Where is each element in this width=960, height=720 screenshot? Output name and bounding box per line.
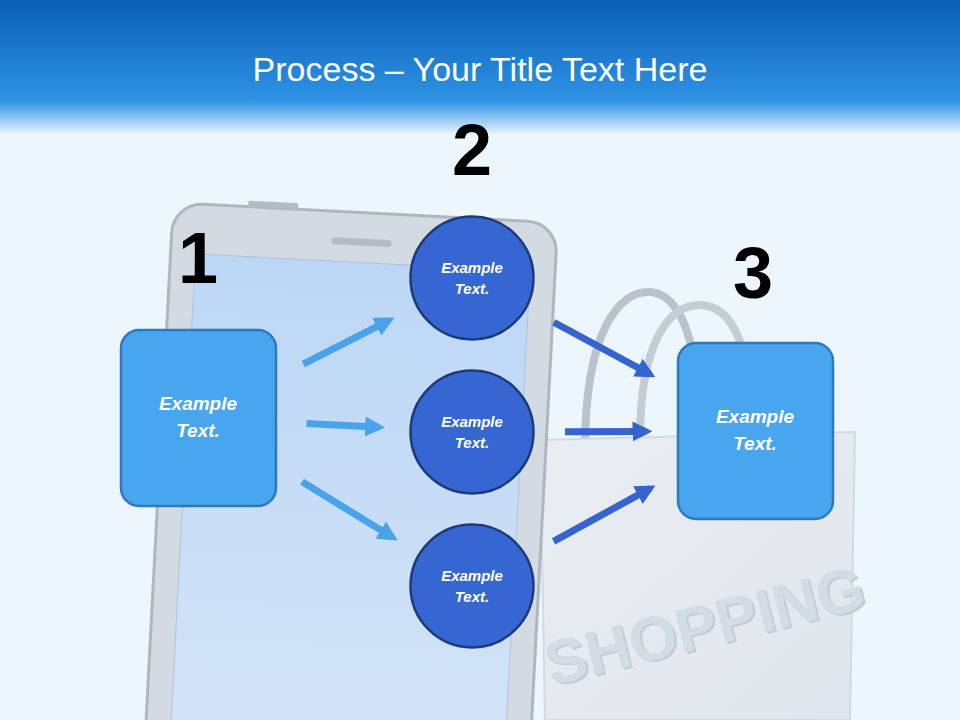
slide-title: Process – Your Title Text Here <box>0 50 960 89</box>
circle-outline <box>409 215 535 341</box>
flow-arrow <box>302 482 393 538</box>
node-text: Example Text. <box>700 404 810 457</box>
step-number: 2 <box>452 109 492 191</box>
process-box: Example Text. <box>677 342 834 520</box>
flow-arrow <box>306 424 379 428</box>
node-text: Example Text. <box>432 565 512 607</box>
step-number: 3 <box>733 232 773 314</box>
process-circle: Example Text. <box>409 369 535 495</box>
circle-outline <box>409 523 535 649</box>
step-number: 1 <box>178 217 218 299</box>
flow-arrow <box>554 488 651 541</box>
box-outline <box>677 342 834 520</box>
circle-outline <box>409 369 535 495</box>
process-box: Example Text. <box>120 329 277 507</box>
node-text: Example Text. <box>143 391 253 444</box>
process-circle: Example Text. <box>409 215 535 341</box>
flow-arrow <box>554 322 650 374</box>
node-text: Example Text. <box>432 411 512 453</box>
process-circle: Example Text. <box>409 523 535 649</box>
flow-arrow <box>565 428 647 435</box>
node-text: Example Text. <box>432 257 512 299</box>
box-outline <box>120 329 277 507</box>
flow-arrow <box>303 320 389 364</box>
